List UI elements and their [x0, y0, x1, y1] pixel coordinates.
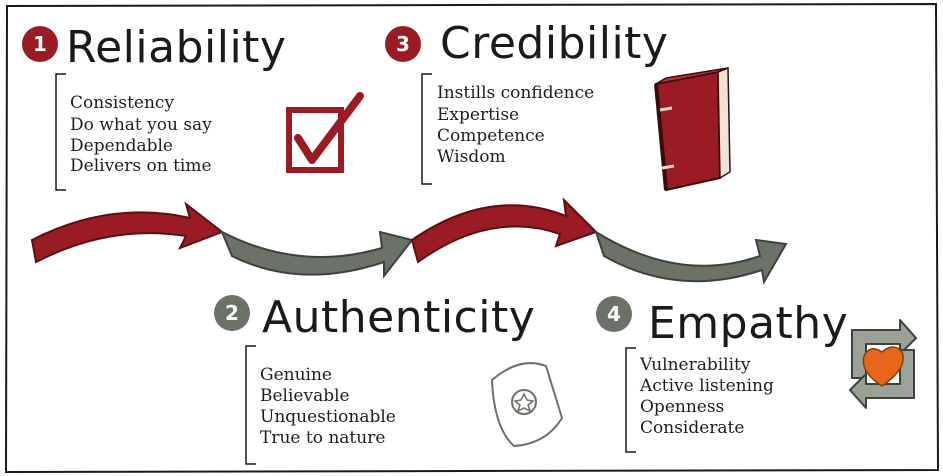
section-2-item-1: Genuine: [260, 365, 332, 385]
section-1-item-3: Dependable: [70, 136, 173, 156]
section-title-1: Reliability: [66, 22, 286, 73]
section-1-item-4: Delivers on time: [70, 156, 212, 176]
flow-arrow-1: [30, 201, 225, 264]
flow-arrows: [30, 197, 788, 285]
bracket-1: [55, 73, 66, 191]
flow-arrow-3: [410, 197, 598, 264]
section-2-item-3: Unquestionable: [260, 407, 396, 427]
section-reliability: 1 Reliability Consistency Do what you sa…: [22, 22, 364, 191]
flow-arrow-2: [220, 229, 414, 279]
step-badge-1: [22, 26, 58, 62]
section-3-item-4: Wisdom: [437, 147, 506, 167]
section-3-item-2: Expertise: [437, 105, 519, 125]
section-2-item-2: Believable: [260, 386, 350, 406]
bracket-3: [421, 73, 432, 185]
section-title-4: Empathy: [648, 298, 848, 349]
bracket-4: [625, 347, 636, 453]
section-2-item-4: True to nature: [260, 428, 385, 448]
heart-exchange-icon: [849, 319, 917, 409]
section-credibility: 3 Credibility Instills confidence Expert…: [385, 18, 731, 192]
checkbox-icon: [286, 92, 364, 173]
section-title-3: Credibility: [440, 18, 668, 69]
flow-arrow-4: [594, 229, 788, 285]
step-badge-3: [385, 26, 421, 62]
section-authenticity: 2 Authenticity Genuine Believable Unques…: [214, 292, 564, 465]
section-4-item-1: Vulnerability: [639, 355, 751, 375]
bracket-2: [245, 345, 256, 465]
step-number-4: 4: [607, 302, 621, 326]
section-empathy: 4 Empathy Vulnerability Active listening…: [596, 296, 917, 453]
step-number-3: 3: [396, 32, 410, 56]
step-number-1: 1: [33, 32, 47, 56]
step-number-2: 2: [225, 301, 239, 325]
section-4-item-3: Openness: [640, 397, 724, 417]
section-title-2: Authenticity: [262, 292, 535, 343]
section-3-item-1: Instills confidence: [437, 83, 594, 103]
frame-border: [4, 2, 940, 474]
step-badge-2: [214, 295, 250, 331]
section-3-item-3: Competence: [437, 126, 545, 146]
section-4-item-4: Considerate: [640, 418, 744, 438]
book-icon: [654, 66, 731, 192]
badge-shield-icon: [490, 362, 564, 448]
step-badge-4: [596, 296, 632, 332]
section-1-item-2: Do what you say: [70, 115, 212, 135]
section-1-item-1: Consistency: [70, 93, 174, 113]
section-4-item-2: Active listening: [639, 376, 774, 396]
